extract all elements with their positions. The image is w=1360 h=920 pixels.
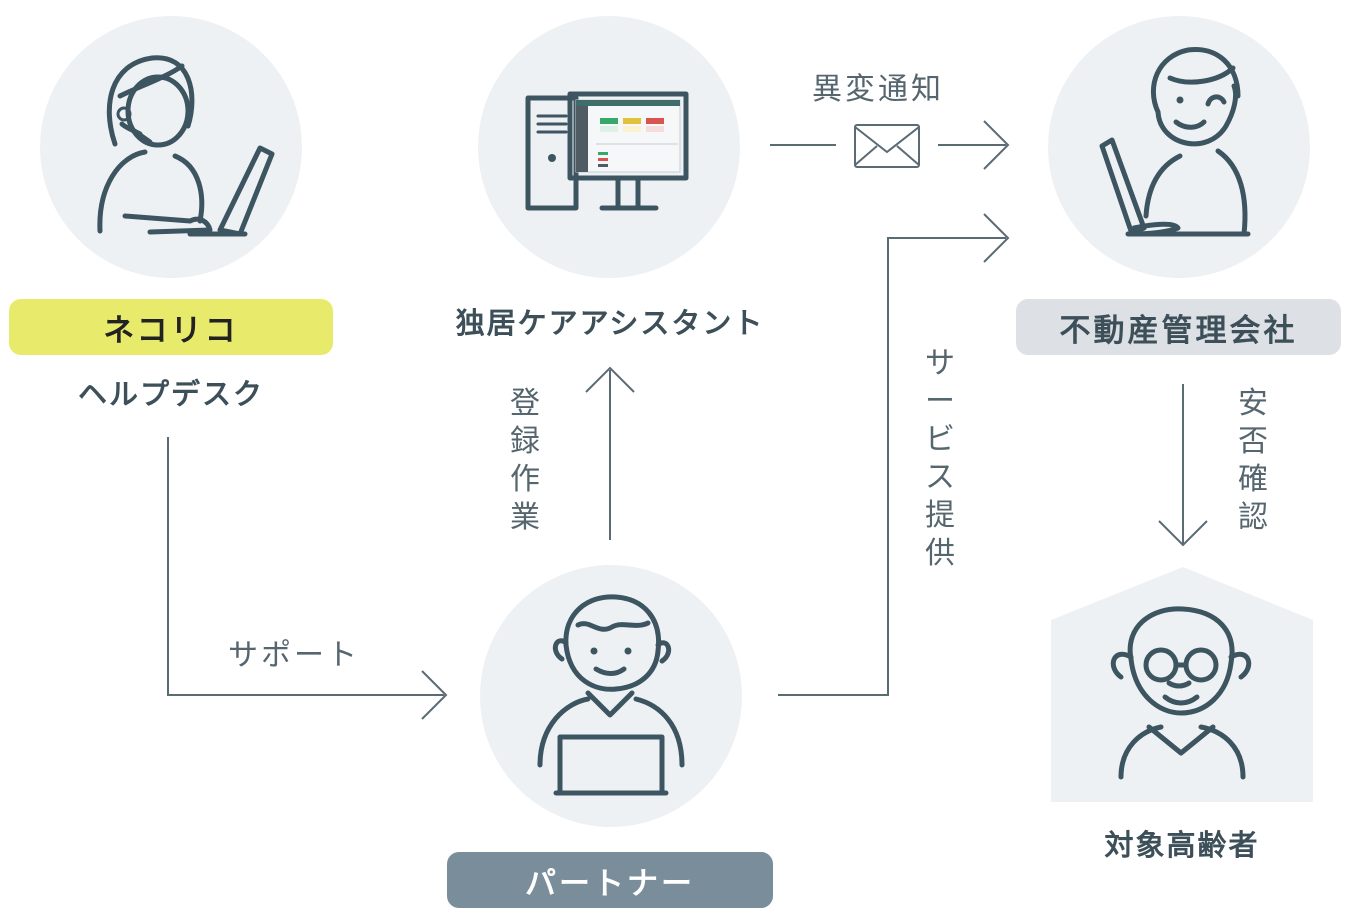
safety-check-char: 確: [1238, 462, 1268, 497]
safety-check-char: 安: [1238, 386, 1268, 421]
helpdesk-circle: [40, 16, 302, 278]
partner-name-pill: パートナー: [447, 852, 773, 908]
registration-char: 業: [510, 500, 540, 535]
support-arrowhead: [421, 670, 448, 720]
support-connector: [167, 437, 444, 696]
registration-arrowhead: [585, 366, 635, 393]
service-arrowhead: [983, 213, 1010, 263]
safety-check-arrowhead: [1158, 520, 1208, 547]
system-circle: [478, 16, 740, 278]
service-char: サ: [925, 346, 955, 381]
elderly-man-glasses-icon: [1110, 606, 1252, 780]
safety-check-char: 認: [1238, 500, 1268, 535]
helpdesk-sub-label: ヘルプデスク: [77, 377, 264, 411]
safety-check-label: 安 否 確 認: [1236, 385, 1270, 537]
registration-char: 録: [510, 424, 540, 459]
system-name: 独居ケアアシスタント: [455, 306, 765, 340]
manager-name-pill: 不動産管理会社: [1016, 299, 1341, 355]
manager-circle: [1048, 16, 1310, 278]
service-char: ー: [925, 384, 955, 419]
manager-name: 不動産管理会社: [1059, 312, 1298, 349]
desktop-computer-icon: [525, 91, 689, 211]
partner-circle: [480, 565, 742, 827]
registration-char: 作: [510, 462, 540, 497]
service-char: 供: [925, 536, 955, 571]
service-char: ス: [925, 460, 955, 495]
partner-name: パートナー: [525, 865, 695, 902]
operator-woman-laptop-icon: [97, 55, 275, 237]
helpdesk-name: ネコリコ: [103, 312, 239, 349]
support-label: サポート: [228, 638, 360, 673]
service-char: 提: [925, 498, 955, 533]
service-char: ビ: [925, 422, 955, 457]
elderly-name: 対象高齢者: [1104, 828, 1260, 862]
service-connector: [778, 237, 1006, 696]
service-label: サ ー ビ ス 提 供: [923, 345, 957, 573]
registration-char: 登: [510, 386, 540, 421]
notice-arrowhead: [983, 120, 1010, 170]
worker-laptop-icon: [537, 594, 685, 796]
envelope-icon: [854, 124, 920, 168]
man-laptop-icon: [1099, 47, 1251, 237]
helpdesk-name-pill: ネコリコ: [9, 299, 333, 355]
registration-label: 登 録 作 業: [508, 385, 542, 537]
safety-check-char: 否: [1238, 424, 1268, 459]
anomaly-notice-label: 異変通知: [812, 72, 944, 107]
